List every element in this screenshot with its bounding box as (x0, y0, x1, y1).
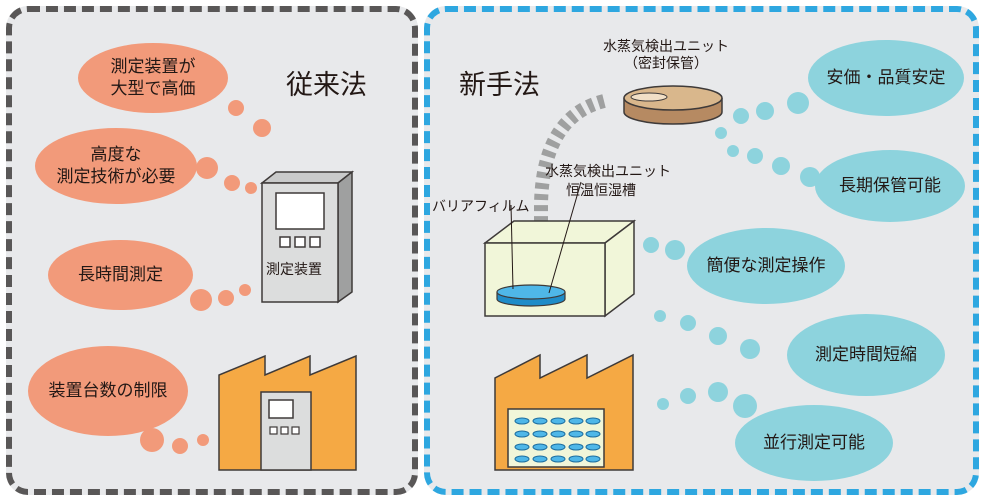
barrier-film-label: バリアフィルム (432, 199, 530, 215)
bubble-advanced-skill: 高度な 測定技術が必要 (35, 128, 197, 204)
new-method-factory-icon (494, 353, 634, 471)
bubble-expensive-equipment: 測定装置が 大型で高価 (78, 43, 228, 113)
measuring-device-icon (259, 170, 355, 304)
sealed-detection-unit-icon (623, 85, 723, 125)
measuring-device-label: 測定装置 (266, 262, 322, 278)
new-method-connector-dots (621, 92, 820, 418)
bubble-long-storage: 長期保管可能 (815, 150, 965, 222)
bubble-low-cost-stable: 安価・品質安定 (808, 40, 964, 116)
conventional-connector-dots (140, 100, 271, 454)
sealed-unit-label: 水蒸気検出ユニット （密封保管） (603, 39, 729, 72)
bubble-long-measurement: 長時間測定 (48, 240, 193, 310)
chamber-icon (482, 219, 637, 318)
detection-unit-label: 水蒸気検出ユニット (545, 164, 671, 180)
bubble-easy-operation: 簡便な測定操作 (687, 228, 845, 304)
leader-lines (510, 181, 582, 294)
bubble-limited-units: 装置台数の制限 (28, 346, 188, 436)
conventional-method-title: 従来法 (286, 70, 367, 101)
chamber-label: 恒温恒湿槽 (566, 183, 636, 199)
new-method-title: 新手法 (459, 70, 540, 101)
transfer-arrow-shaft (534, 94, 606, 250)
bubble-shorter-time: 測定時間短縮 (787, 314, 945, 396)
conventional-factory-icon (218, 354, 357, 471)
bubble-parallel-measurement: 並行測定可能 (735, 405, 893, 481)
